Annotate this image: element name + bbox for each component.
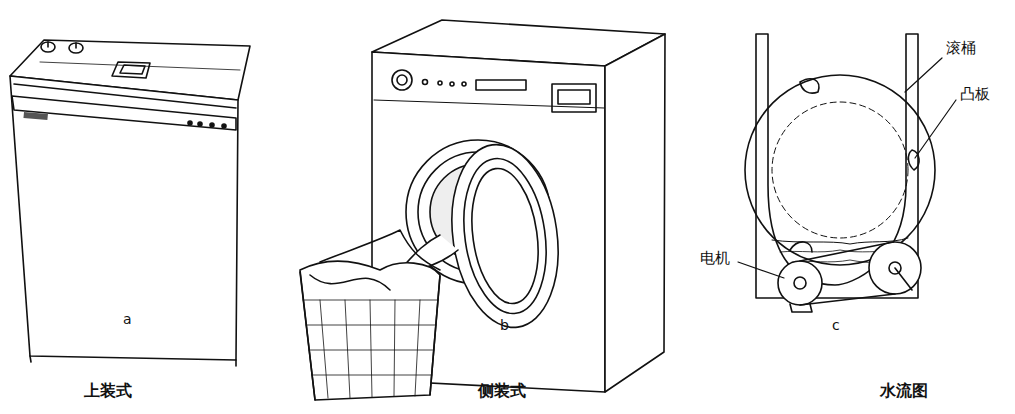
figure-caption: 水流图 [880, 382, 928, 400]
part-label: 凸板 [960, 86, 990, 103]
part-label: 电机 [700, 250, 730, 267]
part-label: 滚桶 [946, 40, 976, 57]
figure-caption: 侧装式 [478, 382, 526, 400]
figure-letter: c [832, 318, 840, 333]
laundry-basket [300, 230, 440, 400]
leader-lines [738, 58, 956, 278]
figure-caption: 上装式 [84, 382, 132, 400]
figure-letter: b [500, 318, 509, 333]
figure-letter: a [123, 312, 132, 327]
motor-and-belt [778, 242, 921, 312]
top-loader-machine [10, 40, 250, 366]
drum-section [745, 34, 935, 298]
